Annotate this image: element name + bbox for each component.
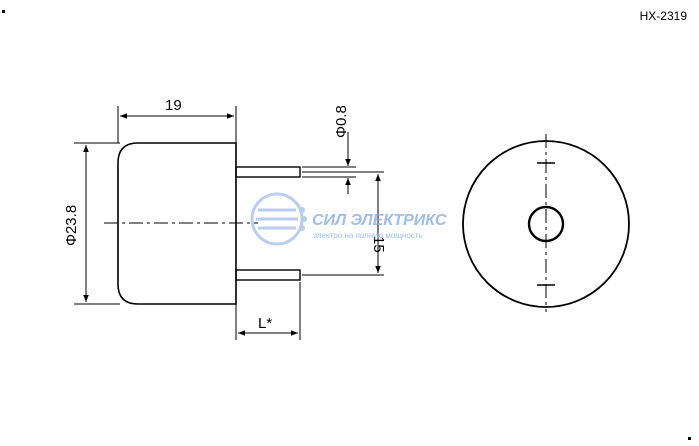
pin-top xyxy=(235,166,301,178)
buzzer-body-side xyxy=(117,142,237,305)
pin-bottom xyxy=(235,269,301,281)
pin-spacing-label: 15 xyxy=(370,236,387,253)
pin-diameter-label: Φ0.8 xyxy=(333,105,350,138)
corner-dot xyxy=(2,10,5,13)
lead-length-label: L* xyxy=(258,315,272,332)
watermark-logo-icon xyxy=(250,192,307,246)
model-label: HX-2319 xyxy=(639,9,687,23)
diameter-dimension-label: Φ23.8 xyxy=(63,205,80,246)
watermark-brand: СИЛ ЭЛЕКТРИКС xyxy=(312,212,447,229)
watermark-tagline: электро на полную мощность xyxy=(313,231,423,240)
corner-dot xyxy=(688,437,691,440)
length-dimension-label: 19 xyxy=(165,97,182,114)
